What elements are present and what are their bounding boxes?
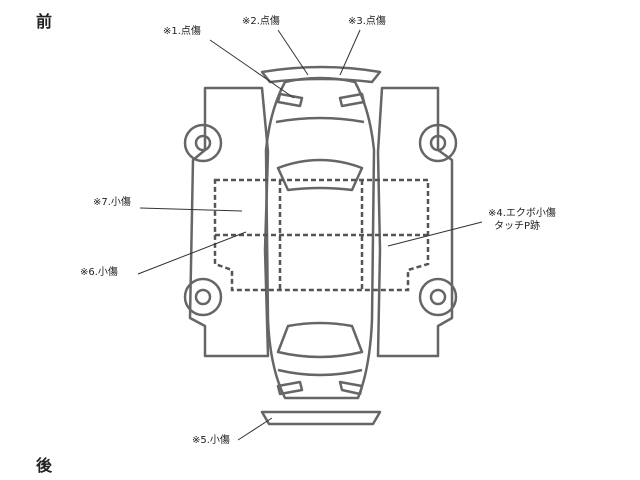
damage-label-4: ※4.エクボ小傷 bbox=[488, 208, 556, 219]
front-direction-label: 前 bbox=[36, 12, 53, 31]
wheel-front-right bbox=[418, 123, 458, 163]
rear-window bbox=[276, 321, 364, 359]
rear-bumper bbox=[260, 410, 382, 426]
leader-line-5 bbox=[237, 417, 273, 441]
leader-line-4 bbox=[387, 221, 483, 247]
leader-line-6 bbox=[137, 231, 247, 275]
damage-label-7: ※7.小傷 bbox=[93, 197, 131, 208]
taillight-left bbox=[276, 380, 304, 396]
damage-label-6: ※6.小傷 bbox=[80, 267, 118, 278]
right-side-panel bbox=[376, 86, 454, 358]
left-side-panel bbox=[188, 86, 270, 358]
car-body bbox=[264, 76, 376, 400]
taillight-right bbox=[338, 380, 364, 396]
headlight-left bbox=[276, 92, 304, 108]
damage-label-5: ※5.小傷 bbox=[192, 435, 230, 446]
damage-label-4-sub: タッチP跡 bbox=[494, 221, 541, 232]
front-windshield bbox=[276, 158, 364, 192]
leader-line-3 bbox=[339, 29, 361, 76]
damage-label-3: ※3.点傷 bbox=[348, 16, 386, 27]
wheel-rear-right bbox=[418, 277, 458, 317]
leader-line-1 bbox=[209, 39, 295, 99]
rear-trim bbox=[277, 368, 363, 377]
headlight-right bbox=[338, 92, 366, 108]
damage-label-2: ※2.点傷 bbox=[242, 16, 280, 27]
rear-direction-label: 後 bbox=[36, 456, 53, 475]
wheel-front-left bbox=[183, 123, 223, 163]
leader-line-2 bbox=[277, 29, 309, 76]
wheel-rear-left bbox=[183, 277, 223, 317]
door-panels-dashed bbox=[213, 178, 430, 292]
leader-line-7 bbox=[139, 207, 243, 212]
front-trim bbox=[275, 116, 365, 124]
damage-label-1: ※1.点傷 bbox=[163, 26, 201, 37]
front-spoiler bbox=[260, 65, 382, 84]
